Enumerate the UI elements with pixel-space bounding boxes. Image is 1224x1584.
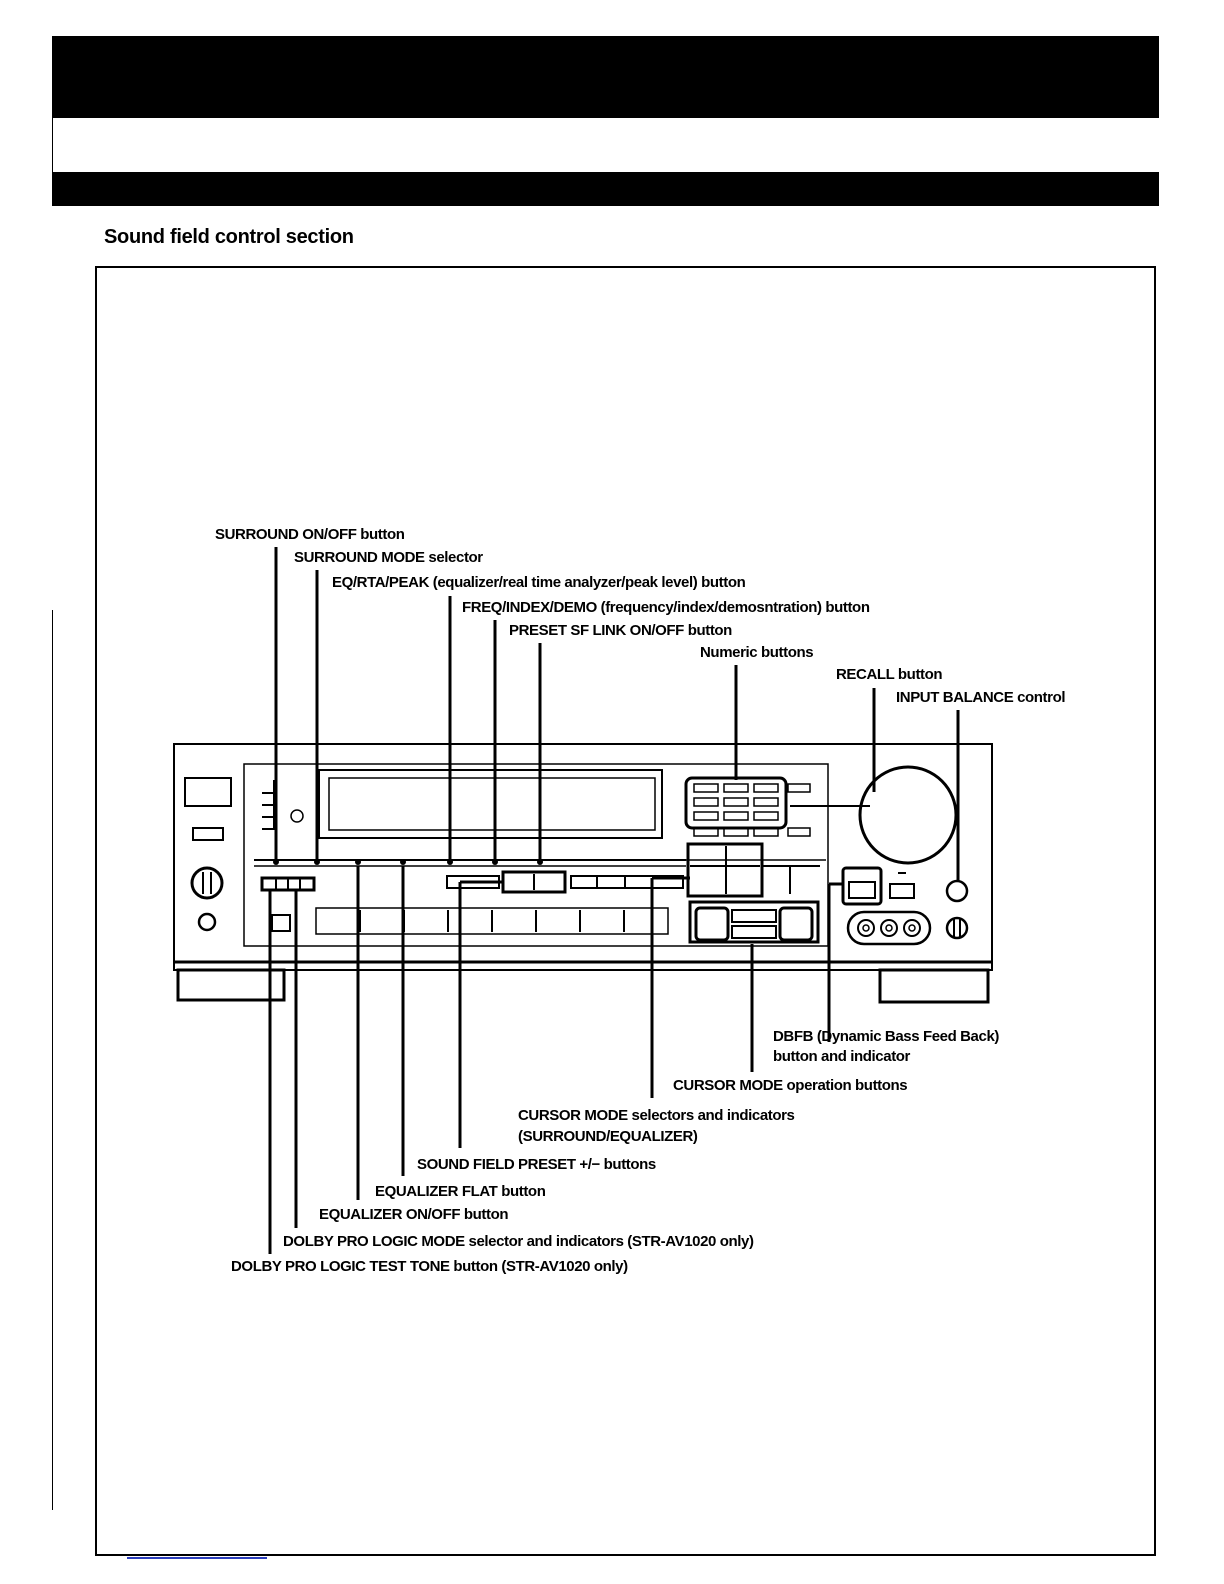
volume-knob — [858, 765, 958, 865]
callout-input-balance: INPUT BALANCE control — [896, 689, 1066, 706]
section-title: Sound field control section — [104, 226, 354, 248]
callout-sound-field-preset: SOUND FIELD PRESET +/− buttons — [417, 1156, 656, 1173]
callout-surround-onoff: SURROUND ON/OFF button — [215, 526, 405, 543]
foot-right — [878, 968, 990, 1004]
figure-frame — [95, 266, 1156, 1556]
knob-icon — [190, 866, 224, 900]
callout-dolby-test-tone: DOLBY PRO LOGIC TEST TONE button (STR-AV… — [231, 1258, 628, 1275]
callout-cursor-selectors-line2: (SURROUND/EQUALIZER) — [518, 1128, 698, 1145]
callout-recall: RECALL button — [836, 666, 943, 683]
callout-eq-rta-peak: EQ/RTA/PEAK (equalizer/real time analyze… — [332, 574, 746, 591]
dbfb-button — [841, 866, 883, 906]
cursor-operation-buttons — [688, 900, 820, 944]
callout-preset-sf-link: PRESET SF LINK ON/OFF button — [509, 622, 732, 639]
foot-left — [176, 968, 286, 1002]
power-switch — [184, 777, 232, 807]
input-balance-knob — [945, 879, 969, 903]
callout-cursor-operation: CURSOR MODE operation buttons — [673, 1077, 908, 1094]
callout-equalizer-onoff: EQUALIZER ON/OFF button — [319, 1206, 509, 1223]
callout-dbfb-line1: DBFB (Dynamic Bass Feed Back) — [773, 1028, 999, 1045]
callout-equalizer-flat: EQUALIZER FLAT button — [375, 1183, 546, 1200]
receiver-body — [173, 743, 993, 971]
header-bar-top — [52, 36, 1159, 118]
callout-freq-index-demo: FREQ/INDEX/DEMO (frequency/index/demosnt… — [462, 599, 870, 616]
header-rule — [52, 118, 53, 172]
test-tone-button — [271, 914, 291, 932]
callout-dolby-mode: DOLBY PRO LOGIC MODE selector and indica… — [283, 1233, 754, 1250]
cursor-mode-selectors — [686, 842, 764, 898]
front-panel — [243, 763, 829, 947]
callout-numeric: Numeric buttons — [700, 644, 814, 661]
footer-rule — [127, 1557, 267, 1559]
callout-dbfb-line2: button and indicator — [773, 1048, 910, 1065]
display-window — [328, 777, 656, 831]
margin-line — [52, 610, 53, 1510]
callout-cursor-selectors-line1: CURSOR MODE selectors and indicators — [518, 1107, 795, 1124]
header-bar-bottom — [52, 172, 1159, 206]
aux-button — [889, 883, 915, 899]
callout-surround-mode: SURROUND MODE selector — [294, 549, 483, 566]
input-jacks — [846, 910, 932, 946]
small-button — [192, 827, 224, 841]
headphone-jack — [197, 912, 217, 932]
